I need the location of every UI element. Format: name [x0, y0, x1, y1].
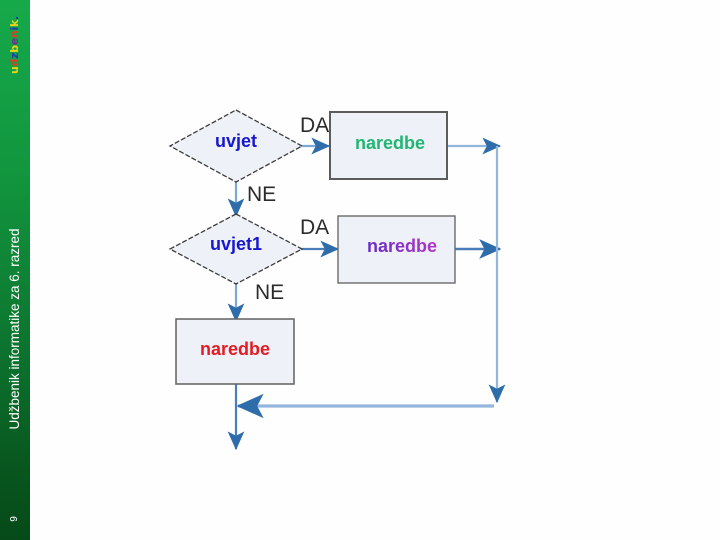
- node-uvjet: [168, 109, 304, 183]
- node-label-naredbe2: naredbe: [352, 236, 452, 257]
- node-label-uvjet1: uvjet1: [209, 234, 263, 254]
- node-label-uvjet: uvjet: [214, 131, 257, 151]
- edge-label-uvjet1-yes: DA: [300, 216, 330, 239]
- edge-label-uvjet1-no: NE: [255, 281, 285, 304]
- node-naredbe3: [175, 318, 295, 385]
- node-naredbe1: [329, 111, 448, 180]
- edge-label-uvjet-no: NE: [247, 183, 277, 206]
- node-label-naredbe1: naredbe: [354, 133, 426, 153]
- node-label-naredbe3: naredbe: [199, 339, 271, 359]
- node-uvjet1: [168, 213, 304, 285]
- sidebar: udzbenik. Udžbenik informatike za 6. raz…: [0, 0, 30, 540]
- edge-label-uvjet-yes: DA: [300, 114, 330, 137]
- node-naredbe2: [337, 215, 456, 284]
